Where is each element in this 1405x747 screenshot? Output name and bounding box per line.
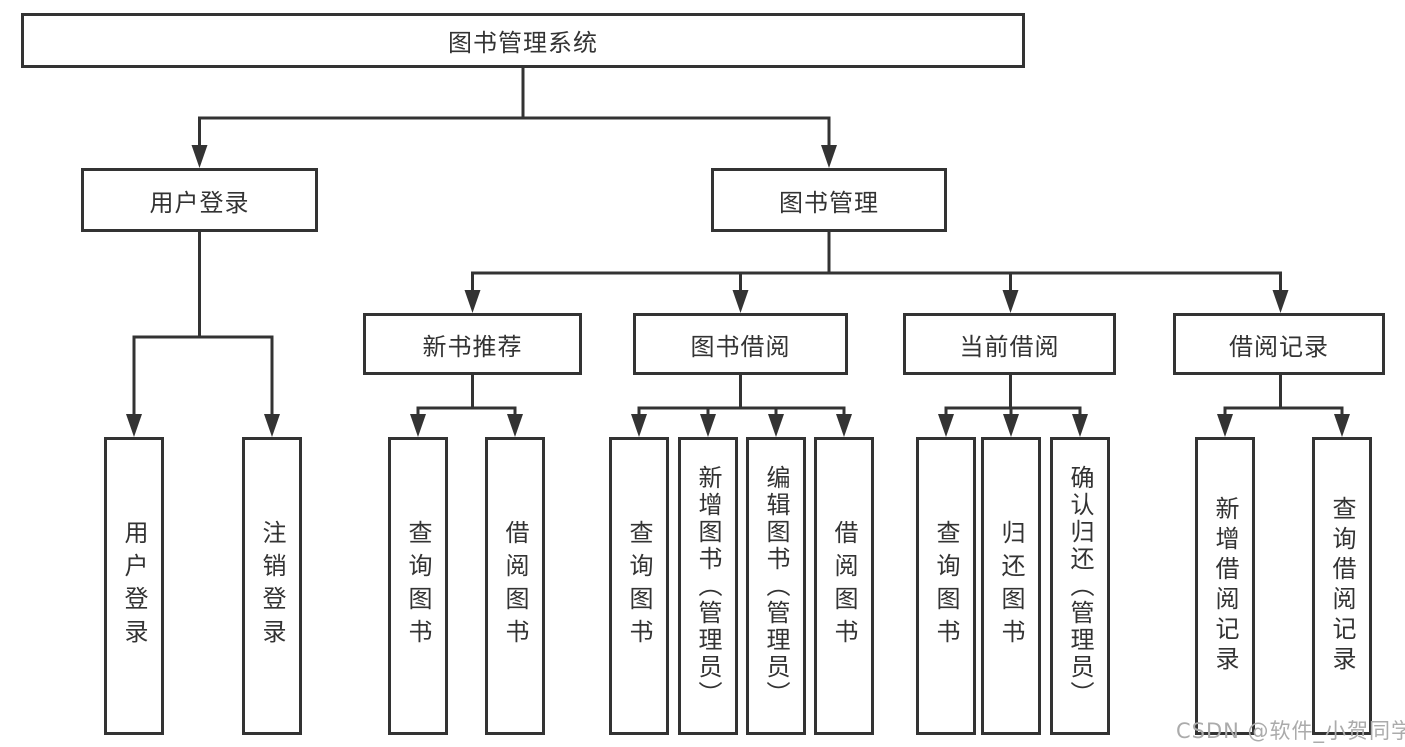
arrowhead-leaf-return-books	[1003, 414, 1019, 437]
node-book-borrow: 图书借阅	[633, 313, 848, 375]
leaf-query-books-borrow-label: 查询图书	[625, 520, 653, 652]
arrowhead-leaf-query-books-3	[938, 414, 954, 437]
leaf-return-books-label: 归还图书	[997, 520, 1025, 652]
arrowhead-leaf-borrow-books-2	[836, 414, 852, 437]
node-new-book-recommend-label: 新书推荐	[422, 332, 523, 361]
watermark-text: CSDN @软件_小贺同学	[1176, 719, 1405, 743]
node-root-label: 图书管理系统	[448, 29, 598, 57]
node-book-management-label: 图书管理	[779, 188, 879, 217]
node-book-borrow-label: 图书借阅	[690, 332, 791, 361]
connector-borrow-records-children	[1223, 373, 1344, 422]
leaf-query-books-borrow: 查询图书	[609, 437, 669, 735]
connector-new-book-children	[416, 373, 517, 422]
arrowhead-leaf-confirm-return	[1072, 414, 1088, 437]
leaf-user-login: 用户登录	[104, 437, 164, 735]
arrowhead-book-borrow	[732, 290, 749, 313]
leaf-confirm-return-admin-label: 确认归还（管理员）	[1066, 464, 1094, 708]
leaf-query-books-recommend-label: 查询图书	[404, 520, 432, 652]
leaf-user-login-label: 用户登录	[120, 520, 148, 652]
leaf-query-books-current: 查询图书	[916, 437, 976, 735]
node-user-login-label: 用户登录	[149, 188, 250, 217]
node-book-management: 图书管理	[711, 168, 947, 232]
leaf-logout-label: 注销登录	[258, 520, 286, 652]
arrowhead-leaf-borrow-books-1	[507, 414, 523, 437]
leaf-confirm-return-admin: 确认归还（管理员）	[1050, 437, 1110, 735]
leaf-borrow-books: 借阅图书	[814, 437, 874, 735]
node-user-login: 用户登录	[81, 168, 318, 232]
arrowhead-leaf-user-login	[126, 414, 142, 437]
node-borrow-records: 借阅记录	[1173, 313, 1385, 375]
leaf-borrow-books-recommend: 借阅图书	[485, 437, 545, 735]
arrowhead-user-login	[191, 145, 208, 168]
leaf-add-borrow-record-label: 新增借阅记录	[1211, 496, 1239, 676]
connector-book-management-children	[471, 230, 1282, 298]
arrowhead-book-management	[821, 145, 837, 168]
leaf-add-borrow-record: 新增借阅记录	[1195, 437, 1255, 735]
arrowhead-leaf-logout	[264, 414, 280, 437]
connector-current-borrow-children	[944, 373, 1082, 422]
arrowhead-leaf-add-record	[1217, 414, 1233, 437]
node-current-borrow-label: 当前借阅	[959, 332, 1060, 361]
arrowhead-leaf-edit-books	[768, 414, 784, 437]
leaf-add-books-admin-label: 新增图书（管理员）	[694, 464, 722, 708]
leaf-edit-books-admin: 编辑图书（管理员）	[746, 437, 806, 735]
leaf-query-borrow-record: 查询借阅记录	[1312, 437, 1372, 735]
leaf-borrow-books-recommend-label: 借阅图书	[501, 520, 529, 652]
arrowhead-current-borrow	[1002, 290, 1019, 313]
leaf-edit-books-admin-label: 编辑图书（管理员）	[762, 464, 790, 708]
arrowhead-borrow-records	[1272, 290, 1289, 313]
leaf-add-books-admin: 新增图书（管理员）	[678, 437, 738, 735]
connector-user-login-children	[132, 230, 274, 422]
leaf-logout: 注销登录	[242, 437, 302, 735]
leaf-return-books: 归还图书	[981, 437, 1041, 735]
arrowhead-leaf-query-books-1	[410, 414, 426, 437]
leaf-query-borrow-record-label: 查询借阅记录	[1328, 496, 1356, 676]
node-new-book-recommend: 新书推荐	[363, 313, 582, 375]
arrowhead-leaf-query-record	[1334, 414, 1350, 437]
arrowhead-leaf-add-books	[700, 414, 716, 437]
connector-book-borrow-children	[637, 373, 846, 422]
node-root: 图书管理系统	[21, 13, 1025, 68]
leaf-query-books-recommend: 查询图书	[388, 437, 448, 735]
arrowhead-new-book-recommend	[464, 290, 481, 313]
node-current-borrow: 当前借阅	[903, 313, 1116, 375]
leaf-query-books-current-label: 查询图书	[932, 520, 960, 652]
node-borrow-records-label: 借阅记录	[1229, 332, 1329, 361]
arrowhead-leaf-query-books-2	[631, 414, 647, 437]
leaf-borrow-books-label: 借阅图书	[830, 520, 858, 652]
connector-root-to-branches	[198, 66, 831, 152]
